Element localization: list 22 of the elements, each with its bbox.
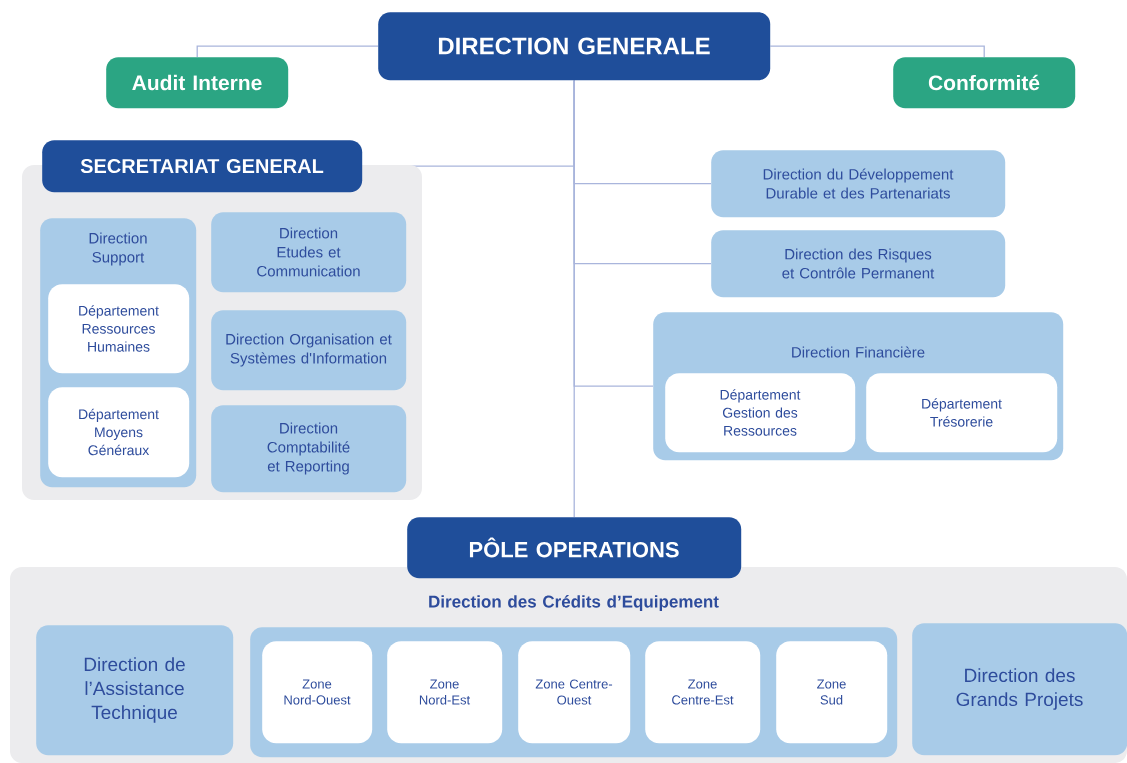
direction-box: Direction Organisation et Systèmes d'Information — [211, 310, 407, 391]
zone-box: Zone Centre-Est — [645, 641, 761, 744]
direction-box: Direction des Risques et Contrôle Permanent — [711, 230, 1006, 298]
zone-box: Zone Centre-Ouest — [518, 641, 631, 744]
heading-box: SECRETARIAT GENERAL — [42, 140, 363, 193]
heading-box: DIRECTION GENERALE — [378, 12, 771, 81]
department-box: Département Trésorerie — [866, 373, 1058, 453]
unit-box: Conformité — [893, 57, 1076, 109]
node-label: Direction des Crédits d’Equipement — [429, 595, 719, 612]
zone-box: Zone Nord-Ouest — [262, 641, 373, 744]
direction-box: Direction Comptabilité et Reporting — [211, 405, 407, 493]
direction-box: Direction du Développement Durable et des Partenariats — [711, 150, 1006, 218]
zone-box: Zone Sud — [776, 641, 888, 744]
direction-box: Direction Etudes et Communication — [211, 212, 407, 293]
direction-box: Direction des Grands Projets — [912, 623, 1127, 756]
direction-box: Direction de l’Assistance Technique — [36, 625, 234, 756]
unit-box: Audit Interne — [106, 57, 289, 109]
department-box: Département Gestion des Ressources — [665, 373, 856, 453]
heading-box: PÔLE OPERATIONS — [407, 517, 742, 579]
department-box: Département Moyens Généraux — [48, 387, 190, 478]
zone-box: Zone Nord-Est — [387, 641, 503, 744]
department-box: Département Ressources Humaines — [48, 284, 190, 374]
